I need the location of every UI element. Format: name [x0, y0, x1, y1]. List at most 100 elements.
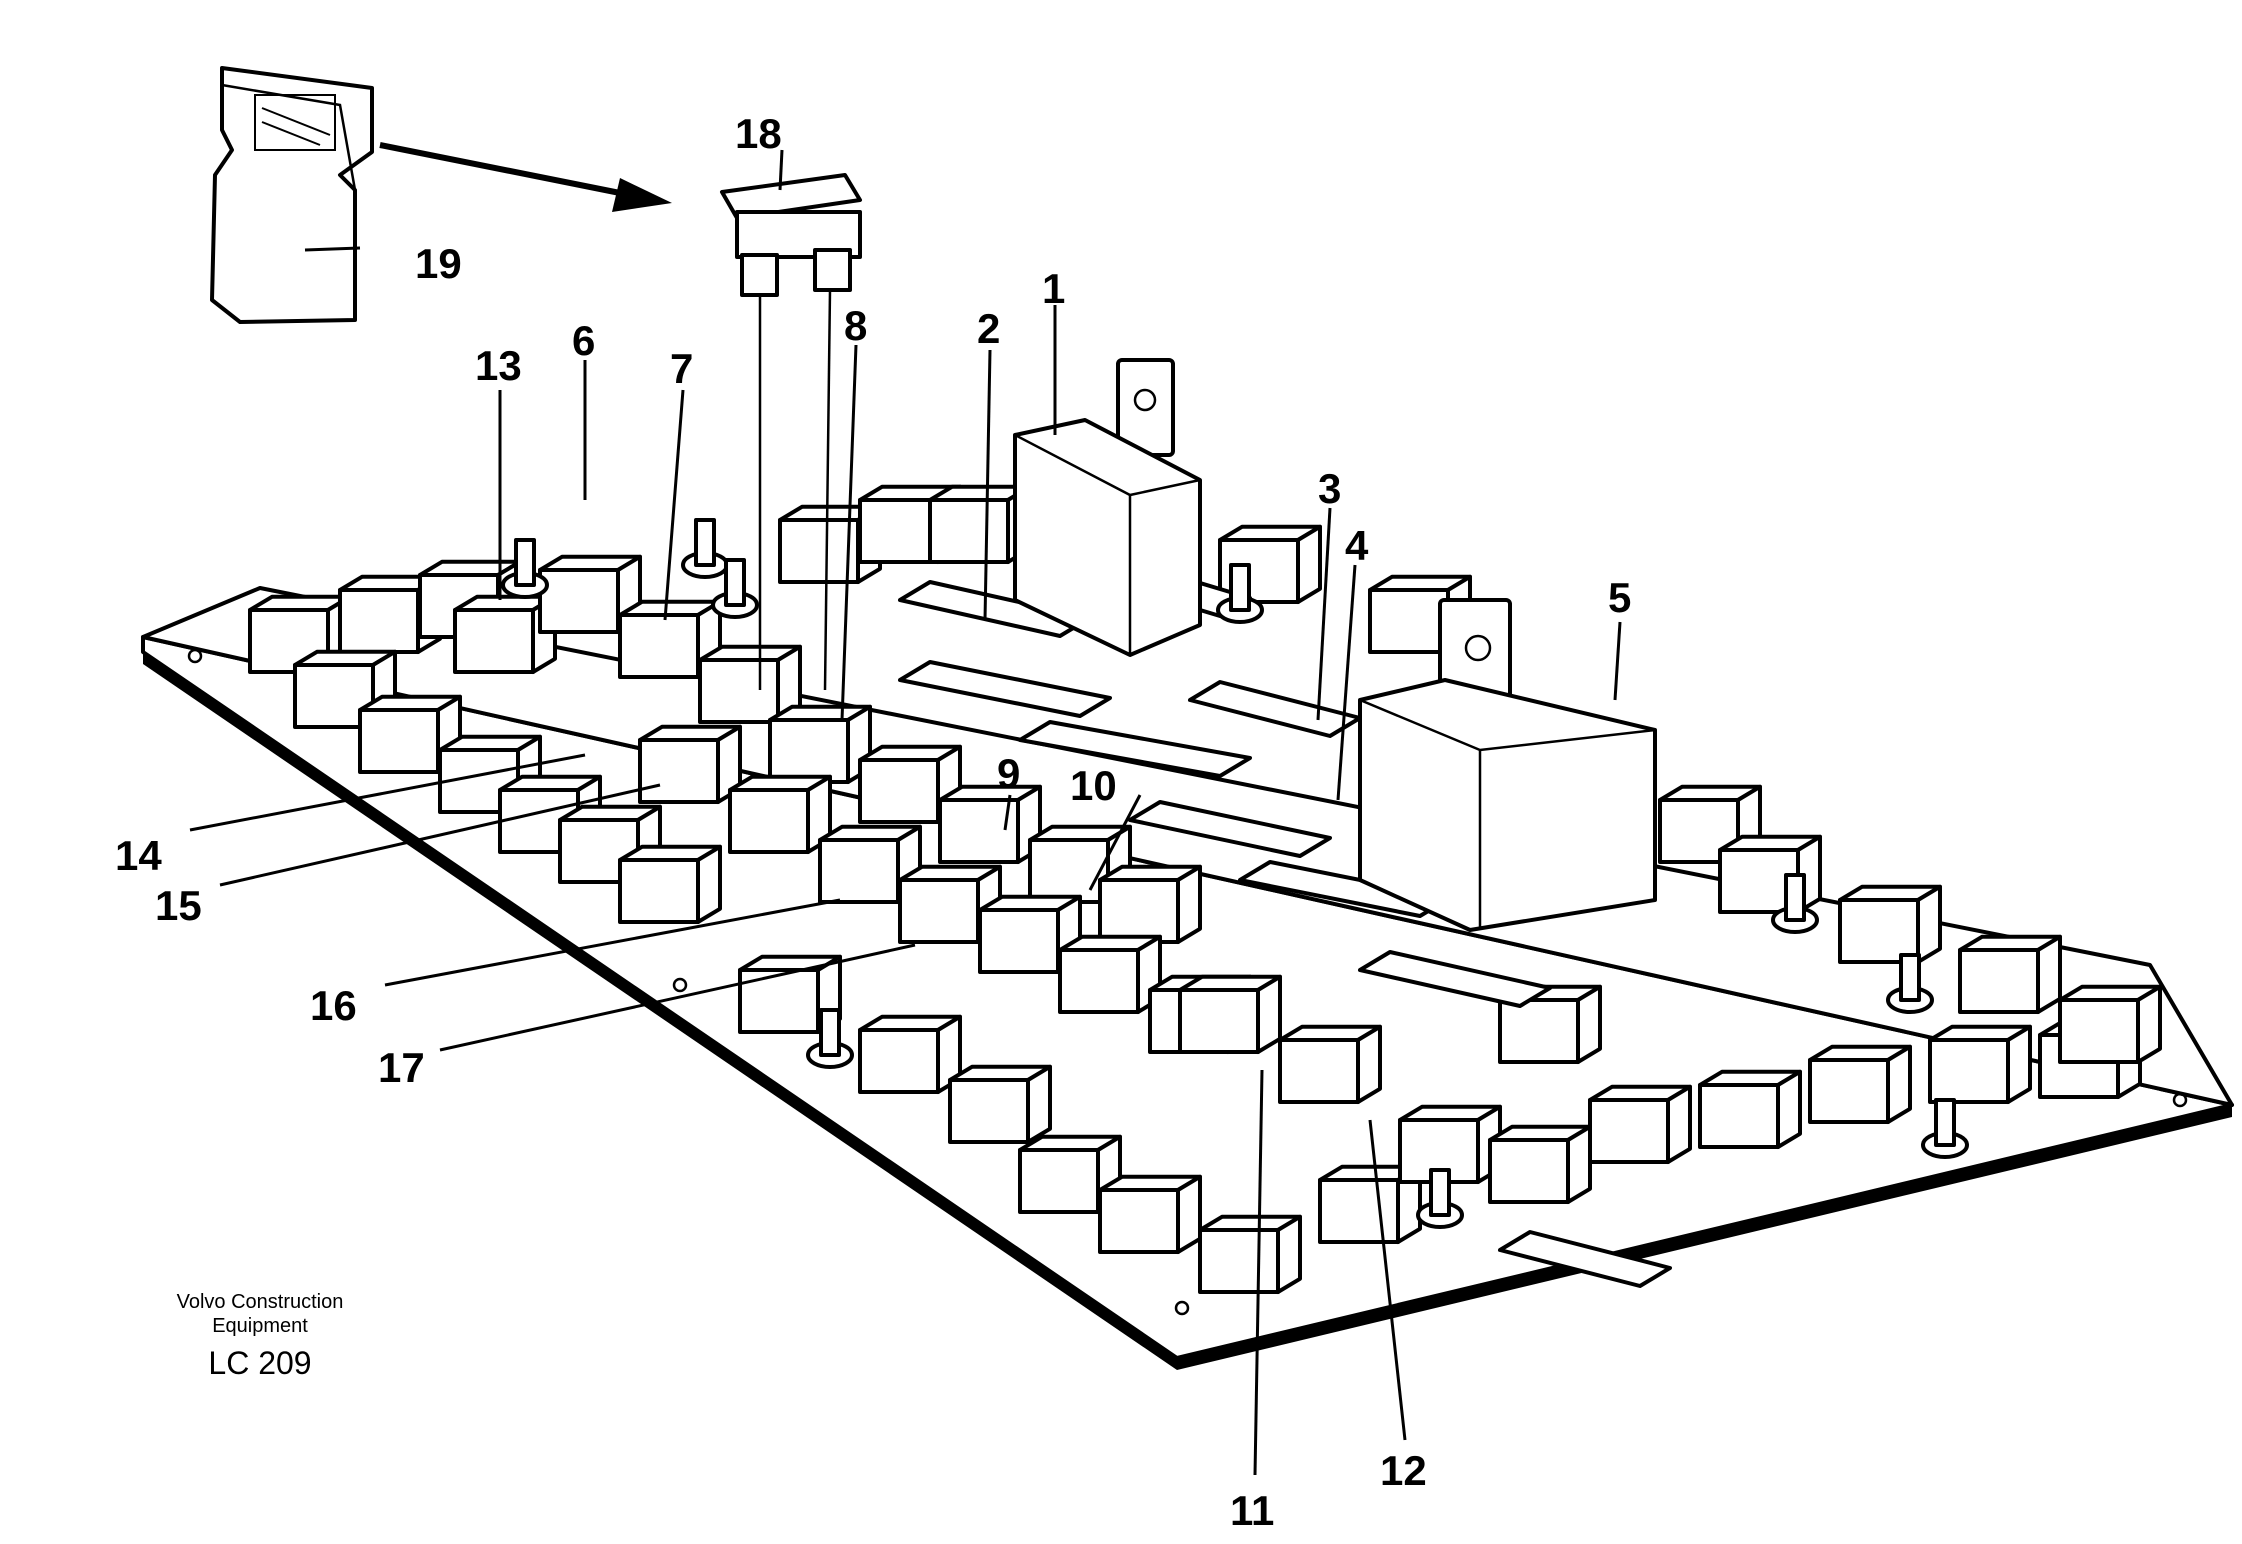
terminal-stud-bolt — [1899, 953, 1921, 1002]
relay-block-face — [728, 788, 810, 854]
drawing-code: LC 209 — [208, 1345, 312, 1381]
relay-block-face — [1276, 1214, 1302, 1294]
fuse-puller — [210, 66, 374, 324]
fuse-strip — [1018, 720, 1252, 778]
relay-block-face — [453, 608, 535, 674]
callout-3: 3 — [1318, 465, 1341, 512]
relay-block-face — [1256, 974, 1282, 1054]
relay-block-face — [978, 908, 1060, 974]
terminal-stud-bolt — [819, 1008, 841, 1057]
relay-block-face — [1058, 948, 1140, 1014]
relay-block-face — [1576, 984, 1602, 1064]
relay-block-face — [858, 1028, 940, 1094]
relay-block-face — [1698, 1083, 1780, 1149]
terminal-stud-bolt — [514, 538, 536, 587]
relay-blocks — [248, 484, 2162, 1294]
callout-4: 4 — [1345, 522, 1369, 569]
relay-block-face — [1356, 1024, 1382, 1104]
relay-block-face — [698, 658, 780, 724]
relay-block-face — [696, 844, 722, 924]
callout-2: 2 — [977, 305, 1000, 352]
callout-9: 9 — [997, 750, 1020, 797]
relay-block-face — [1198, 1228, 1280, 1294]
relay-block-face — [1018, 1148, 1100, 1214]
callout-12: 12 — [1380, 1447, 1427, 1494]
relay-block-face — [1176, 864, 1202, 944]
callout-15: 15 — [155, 882, 202, 929]
relay-block-face — [1368, 588, 1450, 654]
callout-16: 16 — [310, 982, 357, 1029]
relay-block-face — [1666, 1084, 1692, 1164]
terminal-stud-bolt — [1934, 1098, 1956, 1147]
fuse-strip — [898, 660, 1112, 718]
callout-14: 14 — [115, 832, 162, 879]
relay-block-face — [738, 968, 820, 1034]
fuse-strip — [1498, 1230, 1672, 1288]
relay-block-face — [1838, 898, 1920, 964]
callout-6: 6 — [572, 317, 595, 364]
relay-block-face — [948, 1078, 1030, 1144]
relay-block-face — [338, 588, 420, 654]
relay-block-face — [638, 738, 720, 804]
relay-block-face — [1588, 1098, 1670, 1164]
relay-block-face — [1488, 1138, 1570, 1204]
callout-19: 19 — [415, 240, 462, 287]
callout-18: 18 — [735, 110, 782, 157]
terminal-stud-bolt — [724, 558, 746, 607]
fuse-strip — [1188, 680, 1362, 738]
terminal-stud-bolt — [694, 518, 716, 567]
callout-17: 17 — [378, 1044, 425, 1091]
callout-5: 5 — [1608, 574, 1631, 621]
relay-block-face — [1498, 998, 1580, 1064]
terminal-stud-bolt — [1429, 1168, 1451, 1217]
relay-block-face — [358, 708, 440, 774]
relay-block-face — [1178, 988, 1260, 1054]
callout-1: 1 — [1042, 265, 1065, 312]
relay-block-face — [1318, 1178, 1400, 1244]
relay-block-face — [898, 878, 980, 944]
relay-block-face — [2006, 1024, 2032, 1104]
relay-block-face — [2136, 984, 2162, 1064]
direction-arrow — [379, 142, 672, 212]
fuse-strip — [1358, 950, 1552, 1008]
relay-block-face — [1928, 1038, 2010, 1104]
callout-13: 13 — [475, 342, 522, 389]
relay-block-face — [1296, 524, 1322, 604]
relay-block-face — [2058, 998, 2140, 1064]
fuse-strip — [1128, 800, 1332, 858]
relay-block-face — [938, 798, 1020, 864]
terminal-stud-bolt — [1229, 563, 1251, 612]
relay-block-face — [1176, 1174, 1202, 1254]
relay-block-face — [1566, 1124, 1592, 1204]
relay-block-face — [1886, 1044, 1912, 1124]
relay-block-face — [1808, 1058, 1890, 1124]
relay-block-face — [1098, 1188, 1180, 1254]
callout-11: 11 — [1230, 1487, 1274, 1534]
relay-large-5 — [1358, 598, 1657, 932]
blade-fuse — [720, 173, 862, 691]
company-name-line-1: Volvo Construction — [176, 1291, 344, 1313]
relay-block-face — [858, 758, 940, 824]
company-name-line-2: Equipment — [212, 1315, 308, 1337]
relay-block-face — [858, 498, 940, 564]
relay-block-face — [618, 613, 700, 679]
leader-lines — [189, 149, 1622, 1476]
drawing-caption: Volvo Construction Equipment LC 209 — [140, 1290, 380, 1384]
relay-block-face — [1026, 1064, 1052, 1144]
terminal-stud-bolt — [1784, 873, 1806, 922]
callout-10: 10 — [1070, 762, 1117, 809]
relay-block-face — [818, 838, 900, 904]
relay-block-face — [1776, 1069, 1802, 1149]
relay-large-1 — [1013, 358, 1202, 657]
relay-block-face — [1958, 948, 2040, 1014]
callout-7: 7 — [670, 345, 693, 392]
relay-block-face — [2036, 934, 2062, 1014]
callout-labels: 1 2 3 4 5 6 7 8 9 10 11 12 13 14 15 16 1… — [115, 110, 1631, 1534]
relay-block-face — [1028, 838, 1110, 904]
relay-block-face — [928, 498, 1010, 564]
relay-block-face — [1278, 1038, 1360, 1104]
relay-block-face — [768, 718, 850, 784]
relay-block-face — [618, 858, 700, 924]
relay-block-face — [538, 568, 620, 634]
